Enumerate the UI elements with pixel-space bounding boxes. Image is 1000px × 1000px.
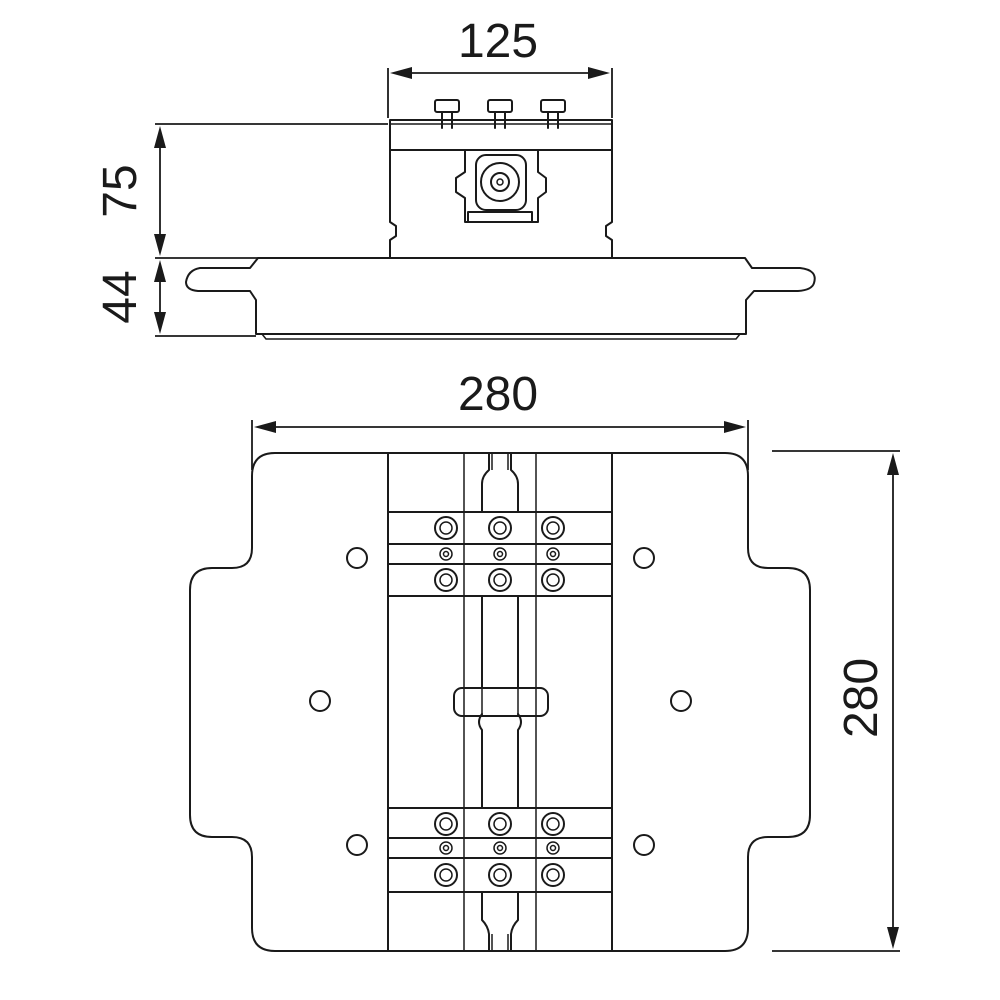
clamp-screw bbox=[541, 812, 565, 836]
clamp-screw bbox=[434, 863, 458, 887]
mounting-hole bbox=[309, 690, 331, 712]
clamp-screw bbox=[488, 516, 512, 540]
pivot-inner-ring bbox=[490, 172, 510, 192]
pivot-block bbox=[475, 154, 527, 211]
plate-outline bbox=[189, 452, 811, 952]
clamp-screw bbox=[434, 812, 458, 836]
clamp-screw bbox=[434, 568, 458, 592]
side-view bbox=[185, 99, 816, 340]
clamp-screw bbox=[488, 568, 512, 592]
clamp-screw bbox=[541, 516, 565, 540]
set-screw bbox=[546, 841, 560, 855]
dimension-top-width: 125 bbox=[387, 15, 613, 118]
set-screw bbox=[439, 547, 453, 561]
central-rail bbox=[387, 452, 613, 952]
lower-clamp-bar bbox=[387, 807, 613, 893]
mounting-hole bbox=[670, 690, 692, 712]
set-screw bbox=[493, 547, 507, 561]
dimension-label-base-height: 44 bbox=[94, 270, 147, 323]
pivot-outer-ring bbox=[480, 162, 520, 202]
clamp-screw bbox=[434, 516, 458, 540]
base-plate-outline bbox=[185, 257, 816, 335]
set-screw bbox=[546, 547, 560, 561]
slider-knob bbox=[453, 687, 549, 717]
mounting-hole bbox=[346, 834, 368, 856]
clamp-body-outline bbox=[389, 119, 613, 259]
dimension-label-upper-height: 75 bbox=[94, 164, 147, 217]
clamp-screw bbox=[488, 812, 512, 836]
mounting-hole bbox=[346, 547, 368, 569]
dimension-label-plate-height: 280 bbox=[835, 658, 888, 738]
mounting-hole bbox=[633, 547, 655, 569]
mounting-hole bbox=[633, 834, 655, 856]
clamp-screw bbox=[541, 863, 565, 887]
dimension-label-plate-width: 280 bbox=[458, 368, 538, 421]
clamp-screw bbox=[488, 863, 512, 887]
set-screw bbox=[493, 841, 507, 855]
dimension-upper-height: 75 bbox=[94, 123, 388, 259]
upper-clamp-bar bbox=[387, 511, 613, 597]
dimension-label-top-width: 125 bbox=[458, 15, 538, 68]
spindle bbox=[478, 452, 522, 952]
set-screw bbox=[439, 841, 453, 855]
dimension-plate-height: 280 bbox=[772, 450, 900, 952]
top-view bbox=[189, 452, 811, 952]
dimension-base-height: 44 bbox=[94, 260, 256, 337]
dimension-plate-width: 280 bbox=[251, 368, 749, 470]
clamp-screw bbox=[541, 568, 565, 592]
